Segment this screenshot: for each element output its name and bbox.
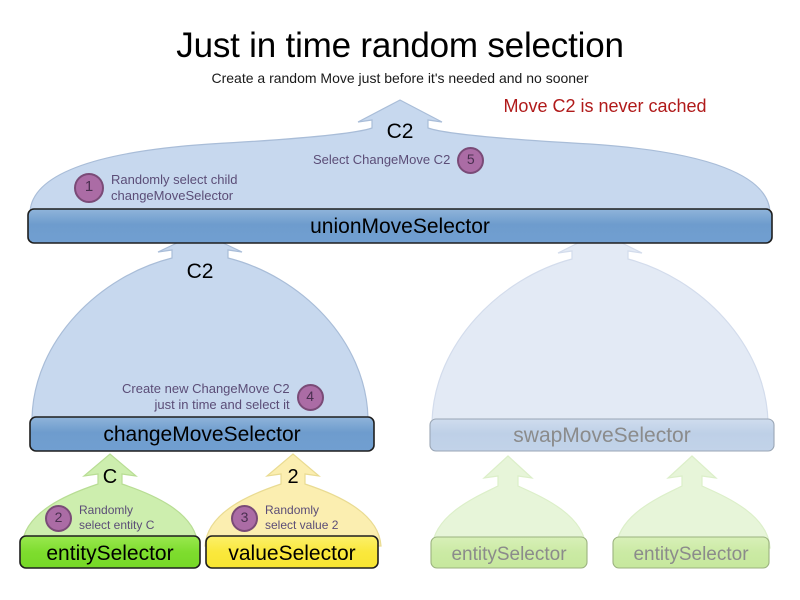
callout-4-bullet: 4 (296, 383, 324, 411)
label-swap-move-selector: swapMoveSelector (513, 424, 691, 447)
callout-5-text: Select ChangeMove C2 (313, 152, 451, 168)
label-entity-selector-swap-left: entitySelector (451, 544, 567, 565)
callout-3: 3 Randomly select value 2 (231, 503, 338, 533)
arrow-union-to-parent (29, 99, 771, 213)
box-entity-selector-change[interactable] (19, 535, 201, 569)
callout-5: 5 Select ChangeMove C2 (313, 147, 485, 174)
callout-3-text: Randomly select value 2 (265, 503, 339, 532)
callout-2: 2 Randomly select entity C (45, 503, 154, 533)
callout-4-text: Create new ChangeMove C2 just in time an… (122, 381, 290, 413)
callout-5-bullet: 5 (457, 147, 485, 174)
callout-4: 4 Create new ChangeMove C2 just in time … (122, 381, 324, 414)
callout-3-bullet: 3 (231, 504, 258, 532)
page-subtitle: Create a random Move just before it's ne… (211, 70, 589, 86)
callout-1: 1 Randomly select child changeMoveSelect… (74, 172, 237, 205)
box-union-move-selector[interactable] (27, 208, 773, 244)
label-entity-selector-change: entitySelector (46, 542, 174, 565)
arrow-swap-to-union (431, 231, 769, 423)
callout-1-bullet: 1 (74, 173, 104, 204)
label-value-selector-change: valueSelector (228, 542, 356, 565)
arrow-entity-to-swap-left (431, 455, 587, 549)
callout-2-text: Randomly select entity C (79, 503, 155, 532)
move-label-entity-arrow: C (102, 466, 118, 488)
arrow-entity-to-swap-right (615, 455, 771, 549)
move-label-value-arrow: 2 (287, 466, 299, 488)
box-value-selector-change[interactable] (205, 535, 379, 569)
label-change-move-selector: changeMoveSelector (103, 423, 301, 446)
never-cached-note: Move C2 is never cached (503, 96, 707, 116)
box-entity-selector-swap-left[interactable] (430, 536, 588, 569)
move-label-top-arrow: C2 (386, 120, 414, 143)
label-union-move-selector: unionMoveSelector (310, 215, 490, 238)
callout-2-bullet: 2 (45, 504, 72, 532)
label-entity-selector-swap-right: entitySelector (633, 544, 749, 565)
box-swap-move-selector[interactable] (429, 418, 775, 452)
move-label-change-arrow: C2 (186, 260, 214, 283)
box-entity-selector-swap-right[interactable] (612, 536, 770, 569)
callout-1-text: Randomly select child changeMoveSelector (111, 172, 238, 204)
page-title: Just in time random selection (176, 26, 624, 65)
box-change-move-selector[interactable] (29, 416, 375, 452)
